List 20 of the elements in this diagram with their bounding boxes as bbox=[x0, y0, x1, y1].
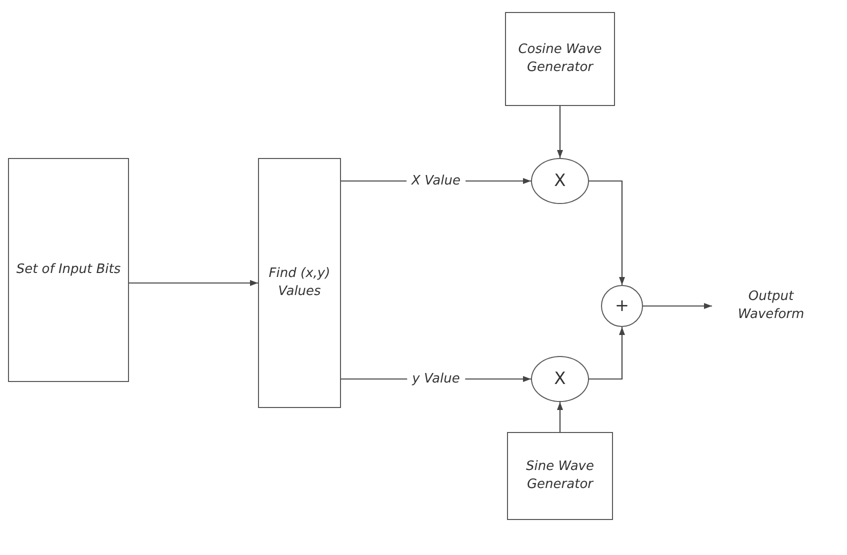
node-label: X bbox=[553, 170, 567, 192]
arrow bbox=[557, 402, 563, 432]
node-label: Find (x,y) Values bbox=[268, 265, 332, 301]
process-box bbox=[507, 432, 613, 520]
arrow bbox=[129, 280, 258, 286]
arrow bbox=[643, 303, 712, 309]
arrow bbox=[557, 106, 563, 158]
arrow bbox=[589, 180, 625, 285]
node-label: + bbox=[614, 294, 630, 318]
node-label: Set of Input Bits bbox=[15, 261, 122, 279]
process-box bbox=[258, 158, 341, 408]
node-label: Cosine Wave Generator bbox=[517, 41, 603, 77]
arrow bbox=[589, 327, 625, 380]
output-label: Output Waveform bbox=[736, 288, 806, 324]
node-label: Sine Wave Generator bbox=[524, 458, 596, 494]
operator-circle bbox=[601, 285, 643, 327]
edge-label: y Value bbox=[407, 372, 465, 386]
process-box bbox=[8, 158, 129, 382]
node-label: X bbox=[553, 368, 567, 390]
process-box bbox=[505, 12, 615, 106]
